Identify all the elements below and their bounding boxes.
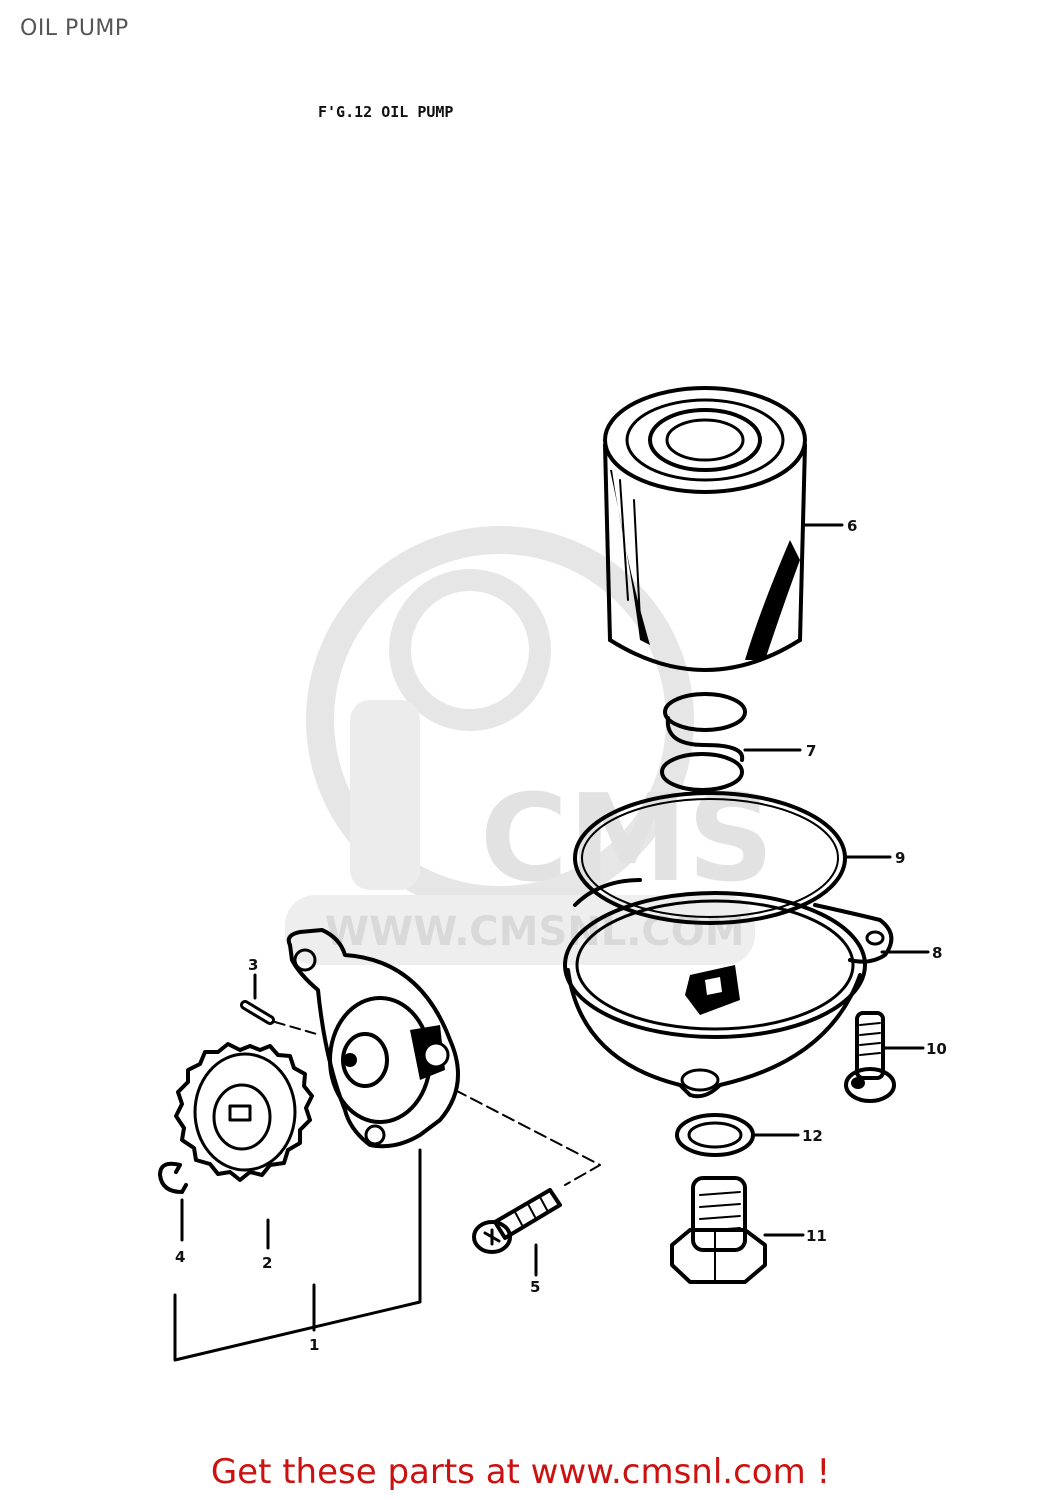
callout-3: 3 <box>248 956 258 974</box>
callout-1: 1 <box>309 1336 319 1354</box>
callout-8: 8 <box>932 944 942 962</box>
watermark-brand: CMS <box>480 770 774 909</box>
spring <box>660 692 747 792</box>
assembly-lines <box>173 1021 601 1362</box>
callout-7: 7 <box>806 742 816 760</box>
leader-lines <box>180 523 930 1332</box>
callout-12: 12 <box>802 1127 823 1145</box>
pin <box>240 1000 275 1025</box>
pump-gear <box>174 1042 314 1182</box>
callout-11: 11 <box>806 1227 827 1245</box>
filter-cover <box>563 878 894 1099</box>
drain-plug <box>670 1176 767 1284</box>
callout-5: 5 <box>530 1278 540 1296</box>
parts-link[interactable]: Get these parts at www.cmsnl.com ! <box>210 1452 831 1492</box>
bolt-10 <box>844 1011 896 1103</box>
oil-filter <box>603 386 807 672</box>
callout-6: 6 <box>847 517 857 535</box>
page-title: OIL PUMP <box>20 16 129 41</box>
figure-title: F'G.12 OIL PUMP <box>318 103 453 121</box>
watermark-url: WWW.CMSNL.COM <box>325 909 745 955</box>
callout-9: 9 <box>895 849 905 867</box>
gasket <box>675 1113 755 1157</box>
oil-pump-body <box>286 928 460 1149</box>
callout-10: 10 <box>926 1040 947 1058</box>
callout-2: 2 <box>262 1254 272 1272</box>
circlip <box>158 1161 188 1194</box>
screw-5 <box>472 1188 562 1254</box>
callout-4: 4 <box>175 1248 185 1266</box>
